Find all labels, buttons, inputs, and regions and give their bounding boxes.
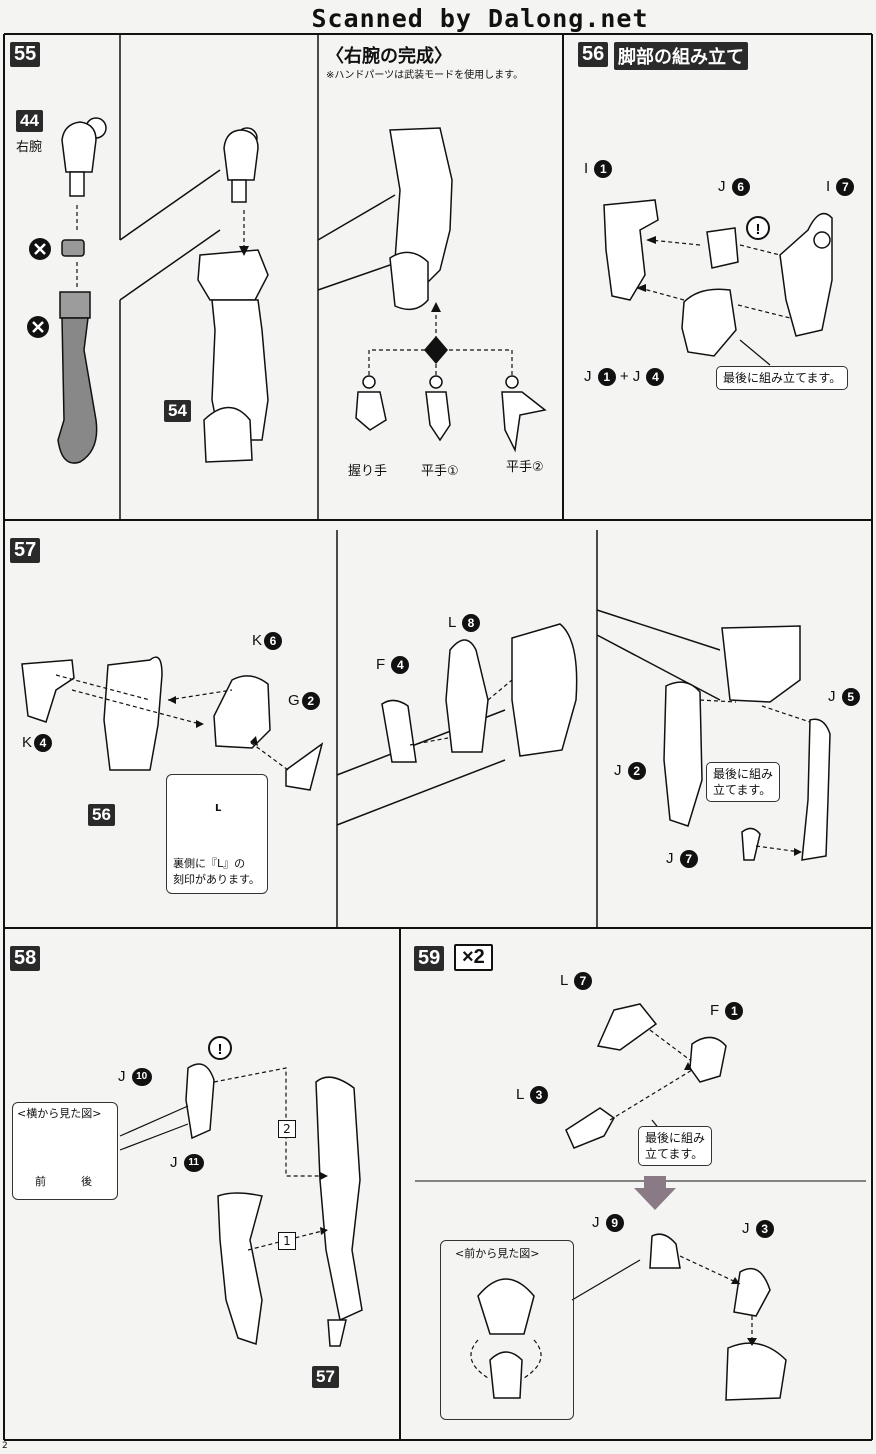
step-59-multiplier: ×2 [454,944,493,971]
back-label: 後 [81,1175,92,1188]
hand-label-flat-1: 平手① [421,464,459,479]
step-57-callout: 最後に組み立てます。 [706,762,781,802]
part-label-i7: I 7 [826,178,855,197]
part-label-j5: J 5 [828,688,860,707]
part-label-j11: J 11 [170,1154,204,1173]
assembly-ref-57: 57 [312,1366,339,1388]
side-view-title: <横から見た図> [17,1107,102,1120]
order-marker-1: 1 [278,1232,296,1250]
hand-label-flat-2: 平手② [506,460,544,475]
assembly-ref-56: 56 [88,804,115,826]
stamp-note-line-1: 裏側に『L』の [173,857,246,870]
part-label-j2: J 2 [614,762,646,781]
part-label-f1: F 1 [710,1002,744,1021]
step-56-title: 脚部の組み立て [614,42,748,70]
order-marker-2: 2 [278,1120,296,1138]
part-name-right-arm: 右腕 [16,140,43,155]
part-label-j10: J 10 [118,1068,152,1087]
front-view-title: <前から見た図> [455,1247,540,1260]
stamp-note-line-2: 刻印があります。 [173,873,260,886]
step-56-callout: 最後に組み立てます。 [716,366,849,390]
stamp-note-box: L 裏側に『L』の 刻印があります。 [166,774,268,894]
stamp-mark: L [215,803,222,814]
x-circle-icon [27,238,51,338]
svg-text:!: ! [756,221,761,238]
page-number: 2 [2,1441,8,1451]
side-view-box: <横から見た図> 前 後 [12,1102,118,1200]
part-ref-44: 44 [16,110,43,132]
watermark: Scanned by Dalong.net [311,4,649,33]
step-59-number: 59 [414,946,445,971]
part-label-l7: L 7 [560,972,592,991]
assembly-ref-54: 54 [164,400,191,422]
front-view-box: <前から見た図> [440,1240,574,1420]
down-arrow-icon [634,1176,676,1210]
part-label-j9: J 9 [592,1214,624,1233]
svg-text:!: ! [218,1041,223,1058]
step-57-number: 57 [10,538,41,563]
step-58-number: 58 [10,946,41,971]
front-label: 前 [35,1175,46,1188]
part-label-i1: I 1 [584,160,613,179]
part-label-j6: J 6 [718,178,750,197]
part-label-j1-j4: J 1 + J 4 [584,368,665,387]
exclamation-icon: ! [746,216,770,240]
part-label-f4: F 4 [376,656,410,675]
hand-label-grip: 握り手 [348,464,388,479]
step-55-note: ※ハンドパーツは武装モードを使用します。 [326,70,524,81]
step-56-number: 56 [578,42,609,67]
part-label-j7: J 7 [666,850,698,869]
step-55-number: 55 [10,42,41,67]
step-59-callout: 最後に組み立てます。 [638,1126,713,1166]
part-label-j3: J 3 [742,1220,774,1239]
part-label-l8: L 8 [448,614,480,633]
part-label-l3: L 3 [516,1086,548,1105]
step-55-title: 〈右腕の完成〉 [326,46,452,67]
